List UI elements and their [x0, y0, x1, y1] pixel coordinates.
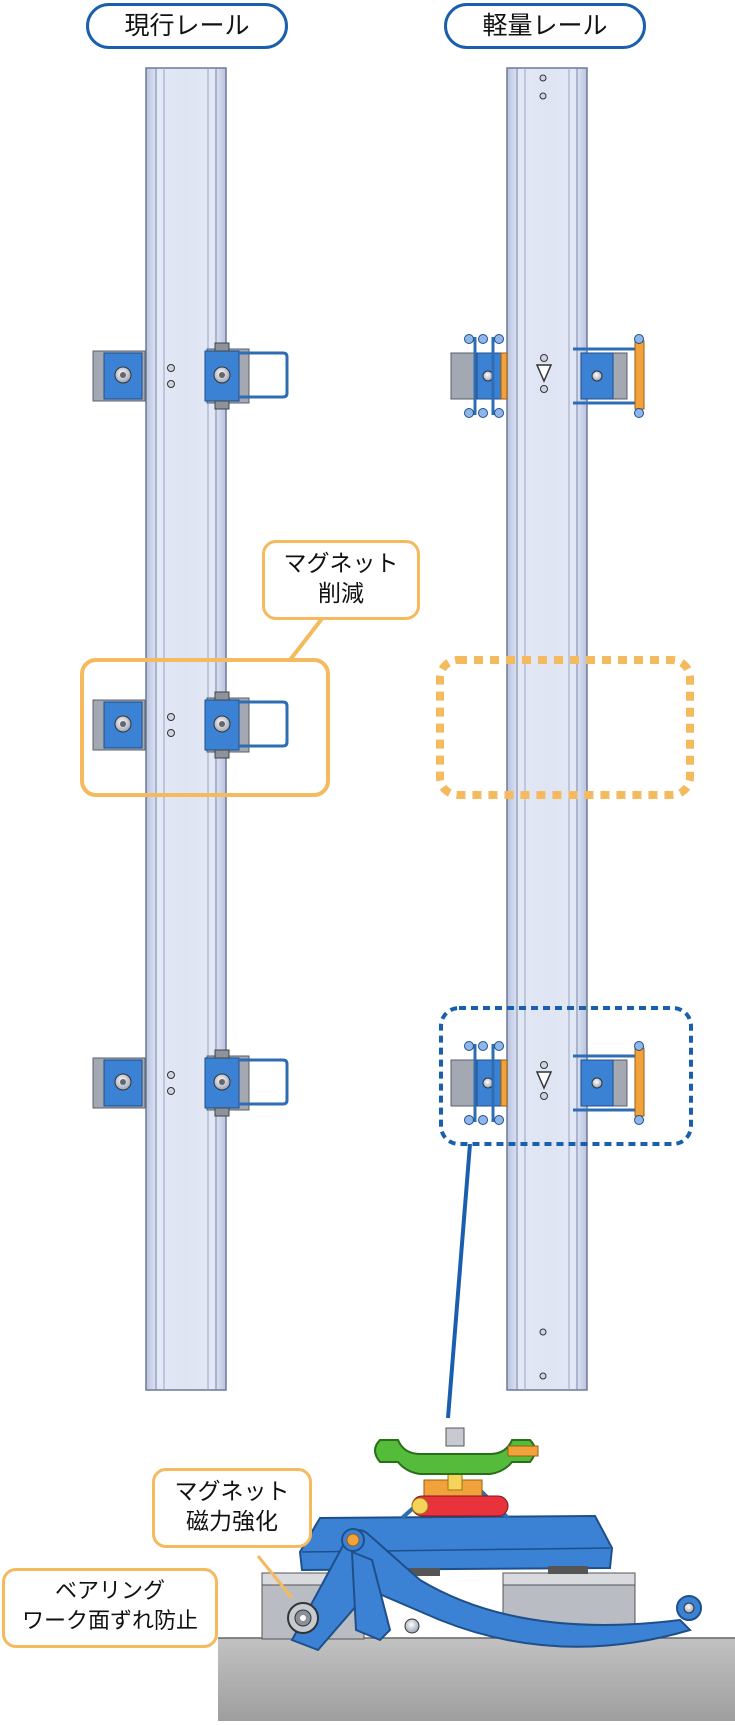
magnet-reduction-line2: 削減 — [318, 581, 364, 607]
magnet-reduction-line1: マグネット — [283, 551, 399, 577]
detail-dashed-box — [439, 1006, 693, 1146]
light-rail — [506, 67, 588, 1391]
bearing-line1: ベアリング — [54, 1579, 165, 1604]
magnet-reduction-callout: マグネット 削減 — [262, 540, 420, 620]
magnet-reduction-leader — [288, 614, 326, 662]
current-rail-header: 現行レール — [86, 3, 288, 49]
magnet-strength-line1: マグネット — [174, 1479, 290, 1505]
detail-leader — [446, 1143, 472, 1419]
bearing-callout: ベアリング ワーク面ずれ防止 — [2, 1568, 218, 1648]
light-rail-header: 軽量レール — [444, 3, 646, 49]
magnet-reduction-highlight-box — [80, 658, 330, 797]
work-surface — [218, 1638, 735, 1721]
holder-mechanism — [374, 1427, 539, 1520]
bearing-line2: ワーク面ずれ防止 — [21, 1609, 198, 1634]
magnet-strength-callout: マグネット 磁力強化 — [152, 1468, 312, 1548]
removed-magnet-dashed-box — [436, 656, 694, 799]
bearing-icon — [287, 1602, 319, 1634]
magnet-strength-line2: 磁力強化 — [186, 1509, 278, 1535]
magnet-strength-leader — [256, 1555, 294, 1599]
lever-arm — [290, 1528, 702, 1652]
